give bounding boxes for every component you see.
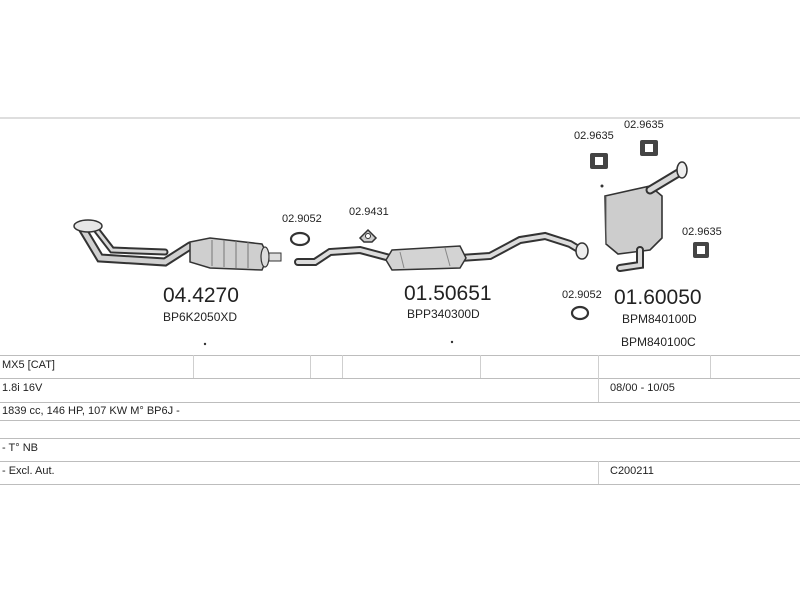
table-spec: 1839 cc, 146 HP, 107 KW M° BP6J -	[2, 405, 180, 417]
table-years: 08/00 - 10/05	[610, 382, 675, 394]
table-rule	[0, 420, 800, 421]
table-divider	[193, 355, 194, 378]
ref-hanger-1: 02.9635	[574, 130, 614, 142]
part-code-middle: BPP340300D	[407, 307, 480, 321]
hanger-3	[693, 242, 709, 258]
table-note-1: - T° NB	[2, 442, 38, 454]
part-code-front: BP6K2050XD	[163, 310, 238, 324]
hanger-2	[640, 140, 658, 156]
part-code-rear-1: BPM840100D	[622, 312, 697, 326]
table-ref: C200211	[610, 465, 654, 477]
table-note-2: - Excl. Aut.	[2, 465, 55, 477]
table-divider	[598, 355, 599, 402]
part-number-middle: 01.50651	[404, 282, 492, 305]
front-pipe-catalyst	[73, 219, 282, 271]
hanger-1	[590, 153, 608, 169]
ref-gasket-front: 02.9052	[282, 213, 322, 225]
table-divider	[310, 355, 311, 378]
ref-gasket-rear: 02.9052	[562, 289, 602, 301]
table-rule	[0, 484, 800, 485]
table-engine: 1.8i 16V	[2, 382, 43, 394]
ref-hanger-3: 02.9635	[682, 226, 722, 238]
middle-pipe-silencer	[294, 231, 589, 271]
part-code-rear-2: BPM840100C	[621, 335, 696, 349]
table-rule	[0, 402, 800, 403]
table-rule	[0, 438, 800, 439]
table-rule	[0, 461, 800, 462]
table-divider	[480, 355, 481, 378]
table-rule	[0, 378, 800, 379]
table-divider	[342, 355, 343, 378]
table-model: MX5 [CAT]	[2, 359, 55, 371]
table-divider	[598, 461, 599, 484]
rear-silencer	[600, 161, 688, 272]
part-number-front: 04.4270	[163, 284, 239, 307]
table-divider	[710, 355, 711, 378]
part-number-rear: 01.60050	[614, 286, 702, 309]
ref-hanger-2: 02.9635	[624, 119, 664, 131]
table-rule	[0, 355, 800, 356]
ref-clamp-mid: 02.9431	[349, 206, 389, 218]
gasket-front	[289, 231, 311, 247]
clamp-mid	[358, 228, 378, 243]
gasket-rear	[570, 305, 590, 321]
